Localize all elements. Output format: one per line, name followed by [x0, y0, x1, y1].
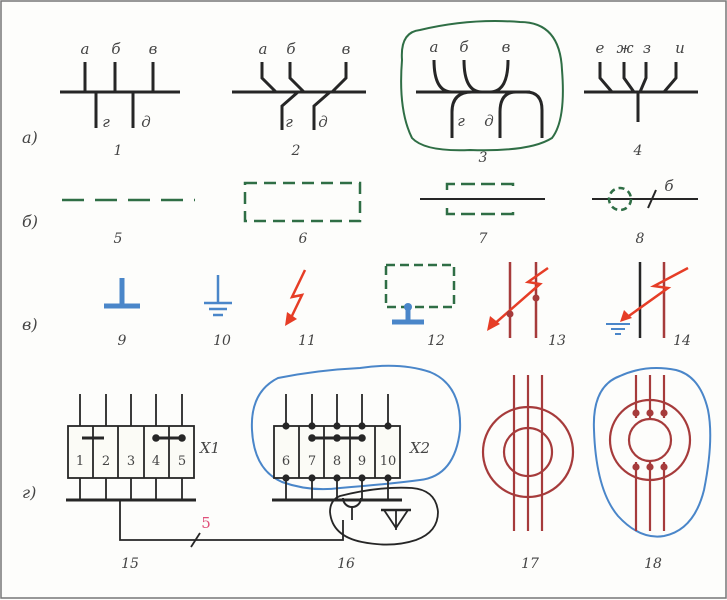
f3-label-d: д: [484, 112, 494, 130]
figure-number-4: 4: [633, 143, 643, 159]
figure-number-16: 16: [337, 556, 355, 572]
figure-16-highlight-outline: [250, 364, 462, 491]
figure-3-curved-branches: [416, 59, 544, 138]
x1-terminal-3: 3: [127, 454, 135, 469]
figure-15-terminal-block-x1: [66, 394, 196, 502]
figure-10-ground-symbol: [204, 275, 232, 317]
x1-bridge-dot: [178, 434, 186, 442]
row-label-a: а): [22, 128, 38, 147]
x2-terminal-10: 10: [380, 454, 397, 469]
x2-terminal-7: 7: [308, 454, 316, 469]
figure-14-lightning-ground: [606, 262, 689, 338]
f1-label-g: г: [102, 113, 110, 131]
figure-11-lightning-symbol: [285, 269, 307, 326]
figure-1-line-branches: [60, 62, 180, 128]
figure-18-ring-core: [608, 375, 692, 531]
figure-number-15: 15: [121, 556, 139, 572]
f2-label-g: г: [285, 113, 293, 131]
f1-label-b: б: [111, 40, 121, 58]
x1-designation: X1: [199, 439, 220, 457]
figure-number-1: 1: [114, 143, 123, 159]
figure-7-shielded-wire: [420, 182, 545, 216]
figure-number-6: 6: [299, 231, 308, 247]
figure-number-14: 14: [673, 333, 691, 349]
figure-number-12: 12: [427, 333, 445, 349]
cable-tick: [190, 532, 201, 548]
figure-17-ring-core: [481, 375, 575, 531]
f2-label-d: д: [318, 113, 328, 131]
f8-label-b: б: [664, 177, 674, 195]
f3-label-a: а: [430, 38, 439, 56]
cable-conductor-count: 5: [201, 514, 211, 532]
x1-terminal-4: 4: [152, 454, 160, 469]
figure-number-11: 11: [298, 333, 316, 349]
f4-label-z: з: [643, 39, 651, 57]
figure-number-18: 18: [644, 556, 662, 572]
row-label-v: в): [22, 315, 38, 334]
x2-terminal-dots: [282, 422, 392, 482]
figure-18-junction-dots: [632, 409, 668, 471]
x2-terminal-8: 8: [333, 454, 341, 469]
row-label-b: б): [22, 212, 38, 231]
figure-3-highlight-outline: [400, 20, 564, 152]
f4-label-i: и: [675, 39, 685, 57]
f3-label-g: г: [457, 112, 465, 130]
f2-label-a: а: [259, 40, 268, 58]
figure-18-highlight-outline: [592, 367, 712, 538]
figure-number-7: 7: [479, 231, 488, 247]
figure-number-13: 13: [548, 333, 566, 349]
f1-label-a: а: [81, 40, 90, 58]
figure-number-9: 9: [118, 333, 127, 349]
x1-terminal-1: 1: [76, 454, 84, 469]
figure-4-merge-branches: [584, 62, 698, 122]
figure-16-terminal-block-x2: [272, 394, 411, 530]
x2-terminal-9: 9: [358, 454, 366, 469]
figure-number-17: 17: [521, 556, 539, 572]
figure-number-10: 10: [213, 333, 231, 349]
shield-grouping-outline: [329, 486, 439, 546]
x1-terminal-5: 5: [178, 454, 186, 469]
figure-9-chassis-symbol: [104, 278, 140, 309]
f4-label-zh: ж: [616, 39, 633, 57]
x2-terminal-6: 6: [282, 454, 290, 469]
f2-label-v: в: [342, 40, 351, 58]
x2-designation: X2: [409, 439, 430, 457]
f4-label-e: е: [596, 39, 605, 57]
f3-label-b: б: [459, 38, 469, 56]
figure-6-dashed-rectangle: [243, 181, 362, 223]
cable-link-line: [119, 500, 344, 541]
x1-terminal-2: 2: [102, 454, 110, 469]
f1-label-d: д: [141, 113, 151, 131]
figure-number-3: 3: [479, 150, 488, 166]
figure-2-bent-branches: [232, 62, 366, 130]
row-label-g: г): [22, 483, 36, 502]
figure-12-housing-ground: [384, 263, 456, 325]
figure-number-5: 5: [114, 231, 123, 247]
figure-13-lightning-conductors: [487, 262, 549, 338]
figure-number-8: 8: [636, 231, 645, 247]
figure-number-2: 2: [291, 143, 301, 159]
f3-label-v: в: [502, 38, 511, 56]
figure-8-twisted-pair: [592, 186, 698, 212]
f2-label-b: б: [286, 40, 296, 58]
f1-label-v: в: [149, 40, 158, 58]
x1-bridge-dot: [152, 434, 160, 442]
